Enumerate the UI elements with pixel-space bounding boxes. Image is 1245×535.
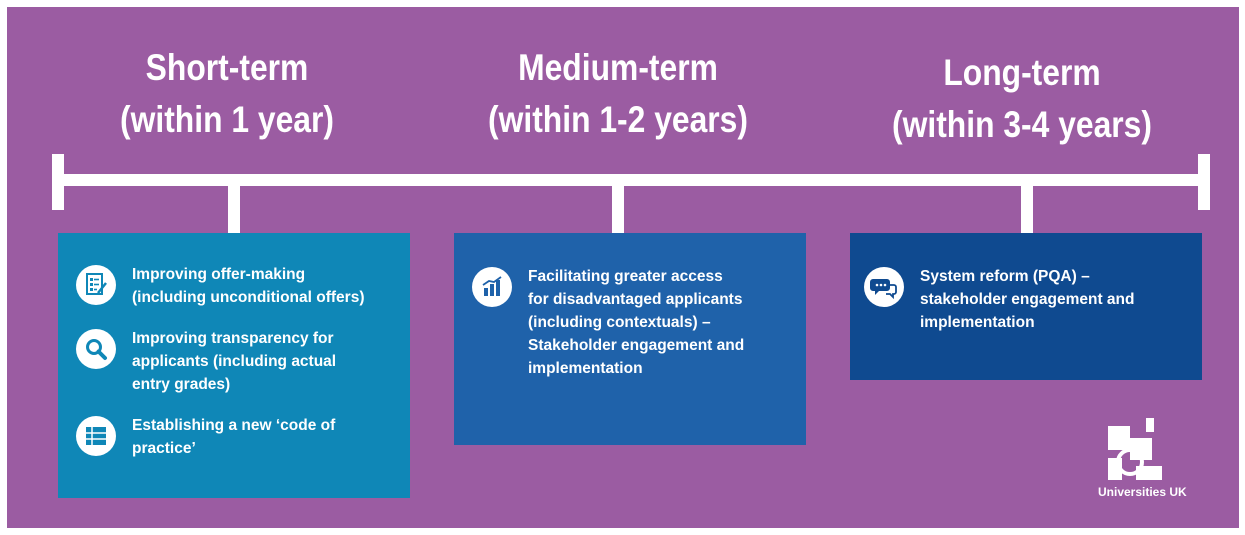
timeline-connector-short — [228, 184, 240, 234]
phase-title-line2: (within 1-2 years) — [488, 99, 748, 140]
timeline-connector-medium — [612, 184, 624, 234]
bar-chart-icon — [472, 267, 512, 307]
logo-text: Universities UK — [1098, 485, 1187, 499]
short-term-item: Establishing a new ‘code of practice’ — [76, 414, 398, 460]
timeline-right-cap — [1198, 154, 1210, 210]
list-icon — [76, 416, 116, 456]
timeline-connector-long — [1021, 184, 1033, 234]
universities-uk-logo: Universities UK — [1098, 418, 1218, 504]
medium-term-item-text: Facilitating greater access for disadvan… — [528, 268, 745, 377]
long-term-box: System reform (PQA) – stakeholder engage… — [850, 233, 1202, 380]
phase-title-short-term: Short-term (within 1 year) — [72, 42, 382, 146]
timeline-bar — [52, 174, 1210, 186]
medium-term-box: Facilitating greater access for disadvan… — [454, 233, 806, 445]
speech-bubbles-icon — [864, 267, 904, 307]
checklist-document-icon — [76, 265, 116, 305]
medium-term-item: Facilitating greater access for disadvan… — [472, 265, 794, 380]
long-term-item-text: System reform (PQA) – stakeholder engage… — [920, 268, 1135, 331]
phase-title-line1: Medium-term — [518, 47, 718, 88]
phase-title-line1: Short-term — [145, 47, 309, 88]
short-term-item-text: Establishing a new ‘code of practice’ — [132, 417, 336, 457]
short-term-item-text: Improving transparency for applicants (i… — [132, 330, 337, 393]
short-term-item: Improving offer-making (including uncond… — [76, 263, 398, 309]
magnifier-icon — [76, 329, 116, 369]
phase-title-long-term: Long-term (within 3-4 years) — [867, 47, 1177, 151]
short-term-item: Improving transparency for applicants (i… — [76, 327, 398, 396]
long-term-item: System reform (PQA) – stakeholder engage… — [864, 265, 1190, 334]
phase-title-line2: (within 3-4 years) — [892, 104, 1152, 145]
phase-title-line1: Long-term — [943, 52, 1101, 93]
timeline-left-cap — [52, 154, 64, 210]
short-term-item-text: Improving offer-making (including uncond… — [132, 266, 365, 306]
short-term-box: Improving offer-making (including uncond… — [58, 233, 410, 498]
phase-title-medium-term: Medium-term (within 1-2 years) — [463, 42, 773, 146]
phase-title-line2: (within 1 year) — [120, 99, 334, 140]
